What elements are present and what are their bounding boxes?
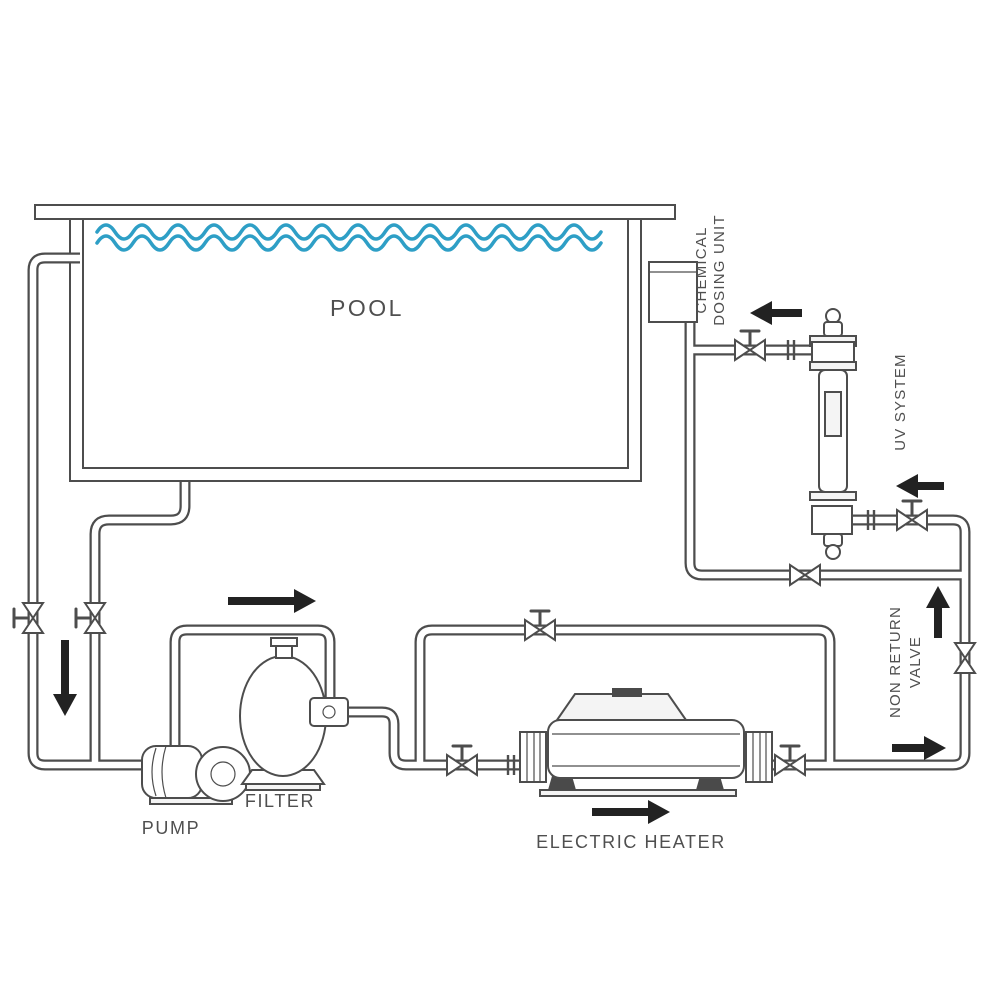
return-isolation-valve bbox=[789, 564, 821, 586]
uv-display-window bbox=[824, 391, 842, 437]
uv-system-unit bbox=[809, 308, 857, 560]
flow-arrow-right-heater bbox=[592, 800, 670, 824]
label-chemical-dosing-line2: DOSING UNIT bbox=[711, 214, 728, 326]
heater-terminal-housing bbox=[555, 693, 688, 721]
label-pool: POOL bbox=[330, 295, 404, 321]
heater-flange-left bbox=[519, 731, 547, 783]
label-electric-heater: ELECTRIC HEATER bbox=[536, 832, 726, 852]
uv-bottom-cap bbox=[825, 544, 841, 560]
labels: POOL PUMP FILTER ELECTRIC HEATER CHEMICA… bbox=[142, 214, 924, 852]
label-non-return-line2: VALVE bbox=[907, 636, 924, 688]
chemical-dosing-unit bbox=[648, 261, 698, 323]
uv-outlet-valve bbox=[895, 499, 929, 532]
uv-inlet-valve bbox=[733, 329, 767, 362]
flow-arrow-down-suction bbox=[53, 640, 77, 716]
suction-valve-left bbox=[12, 601, 45, 635]
uv-lamp-cap bbox=[825, 308, 841, 324]
label-uv-system: UV SYSTEM bbox=[892, 353, 909, 450]
filter-multiport-valve bbox=[309, 697, 349, 727]
pipe-filter-to-heater bbox=[346, 706, 524, 771]
label-filter: FILTER bbox=[245, 791, 315, 811]
dosing-unit-box bbox=[648, 261, 698, 323]
pump-motor bbox=[141, 745, 203, 799]
union-uv-inlet bbox=[786, 340, 796, 360]
bypass-valve bbox=[523, 609, 557, 642]
uv-outlet-tee bbox=[811, 505, 853, 535]
label-non-return-line1: NON RETURN bbox=[887, 606, 904, 718]
pool-water-wave-top bbox=[95, 223, 603, 241]
pool-water-wave-bottom bbox=[95, 234, 603, 252]
flow-arrows bbox=[53, 301, 950, 824]
pool-rim bbox=[34, 204, 676, 220]
heater-foot-left bbox=[548, 776, 576, 790]
uv-inlet-tee bbox=[811, 341, 855, 363]
flow-arrow-up-riser bbox=[926, 586, 950, 638]
heater-inlet-valve bbox=[445, 744, 479, 777]
heater-flange-right bbox=[745, 731, 773, 783]
pipe-unions bbox=[506, 340, 876, 775]
union-heater-inlet bbox=[506, 755, 516, 775]
pump-unit bbox=[141, 745, 251, 805]
pump-volute bbox=[195, 746, 251, 802]
flow-arrow-right-to-riser bbox=[892, 736, 946, 760]
label-pump: PUMP bbox=[142, 818, 200, 838]
label-chemical-dosing-line1: CHEMICAL bbox=[693, 226, 710, 313]
pool-tank bbox=[34, 204, 676, 482]
pool-walls bbox=[69, 218, 642, 482]
union-uv-outlet bbox=[866, 510, 876, 530]
heater-foot-right bbox=[696, 776, 724, 790]
electric-heater-unit bbox=[519, 688, 773, 797]
heater-badge bbox=[612, 688, 642, 697]
filter-unit bbox=[239, 637, 349, 791]
flow-arrow-left-return bbox=[750, 301, 802, 325]
non-return-valve bbox=[954, 642, 976, 674]
heater-body bbox=[547, 719, 745, 779]
pipe-heater-to-uv bbox=[752, 514, 971, 771]
flow-arrow-right-filter bbox=[228, 589, 316, 613]
heater-baseplate bbox=[539, 789, 737, 797]
heater-outlet-valve bbox=[773, 744, 807, 777]
flow-arrow-left-uv-outlet bbox=[896, 474, 944, 498]
suction-valve-right bbox=[74, 601, 107, 635]
